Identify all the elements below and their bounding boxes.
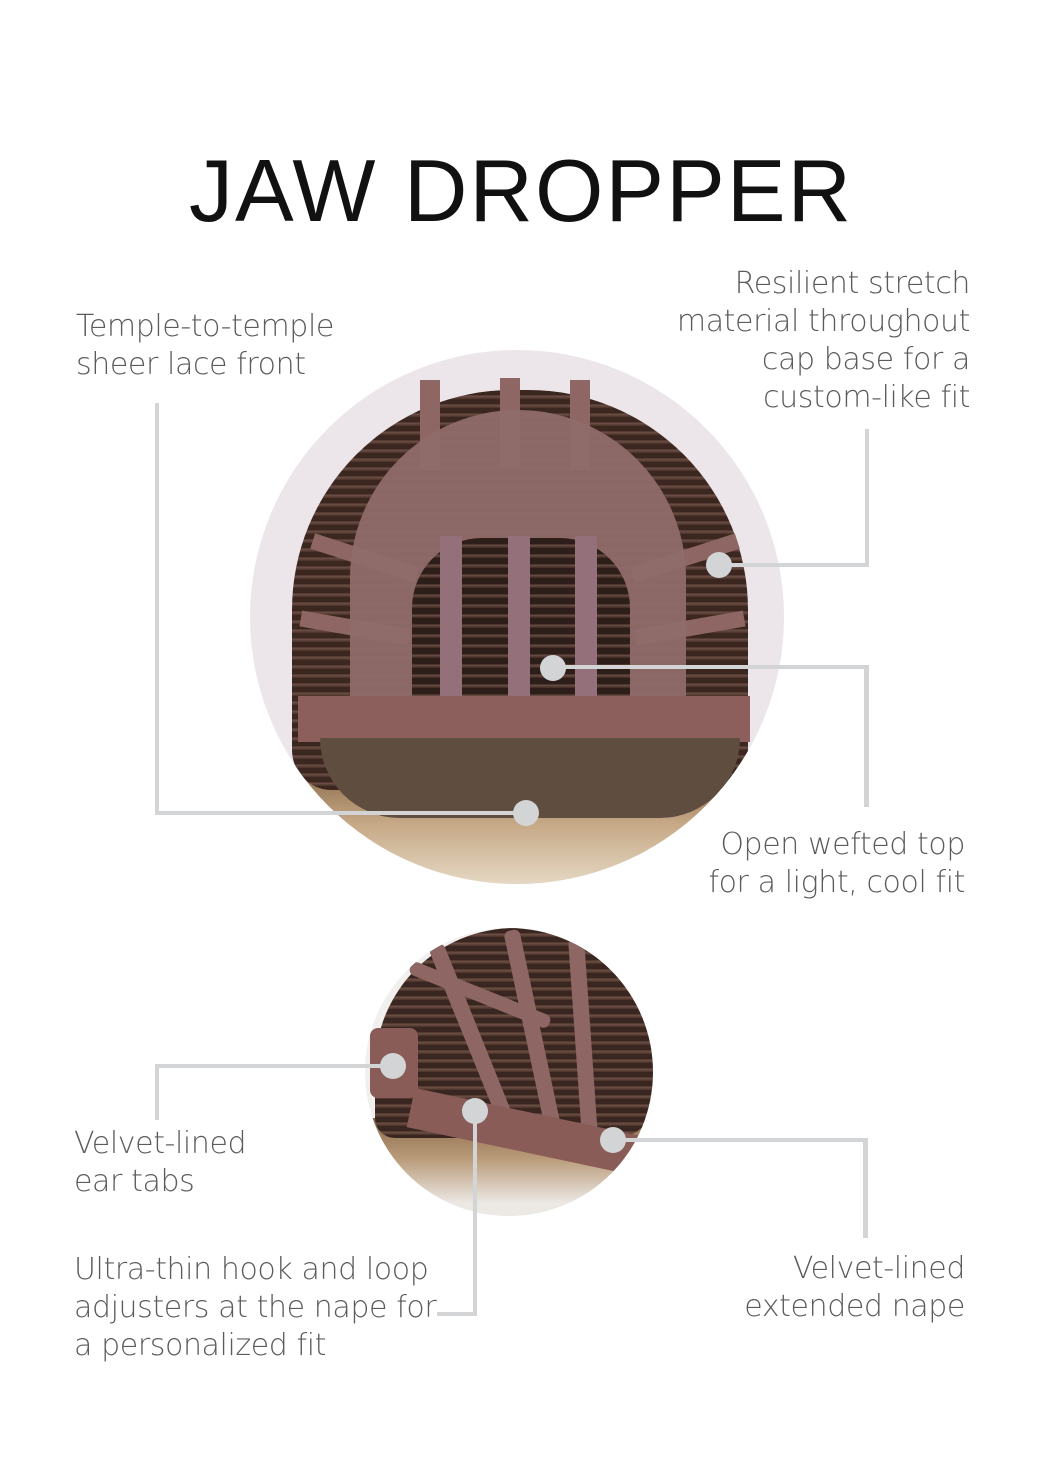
velvet-band [298,696,750,742]
connector-line [437,1312,477,1316]
wig-cap-front-image [250,350,784,884]
connector-line [473,1110,477,1316]
page-title: JAW DROPPER [188,140,854,240]
connector-line [863,1138,868,1238]
ear-tabs-marker-dot [380,1053,406,1079]
connector-line [155,403,159,815]
weft-strip [508,536,530,736]
connector-line [864,665,869,807]
open-wefted-marker-dot [540,655,566,681]
connector-line [718,563,869,567]
stretch-material-marker-dot [706,552,732,578]
connector-line [612,1138,868,1142]
lace-front-marker-dot [513,800,539,826]
connector-line [553,665,869,669]
callout-lace-front: Temple-to-temple sheer lace front [76,309,334,382]
weft-strip [440,536,462,736]
callout-stretch-material: Resilient stretch material throughout ca… [676,266,971,415]
connector-line [155,1064,159,1120]
connector-line [155,811,527,815]
callout-ear-tabs: Velvet-lined ear tabs [74,1126,247,1199]
callout-open-wefted: Open wefted top for a light, cool fit [708,827,965,900]
callout-adjusters: Ultra-thin hook and loop adjusters at th… [74,1252,437,1363]
weft-strip [575,536,597,736]
callout-extended-nape: Velvet-lined extended nape [744,1251,965,1324]
connector-line [155,1064,395,1068]
wig-cap-nape-image [365,928,653,1216]
connector-line [865,429,869,567]
